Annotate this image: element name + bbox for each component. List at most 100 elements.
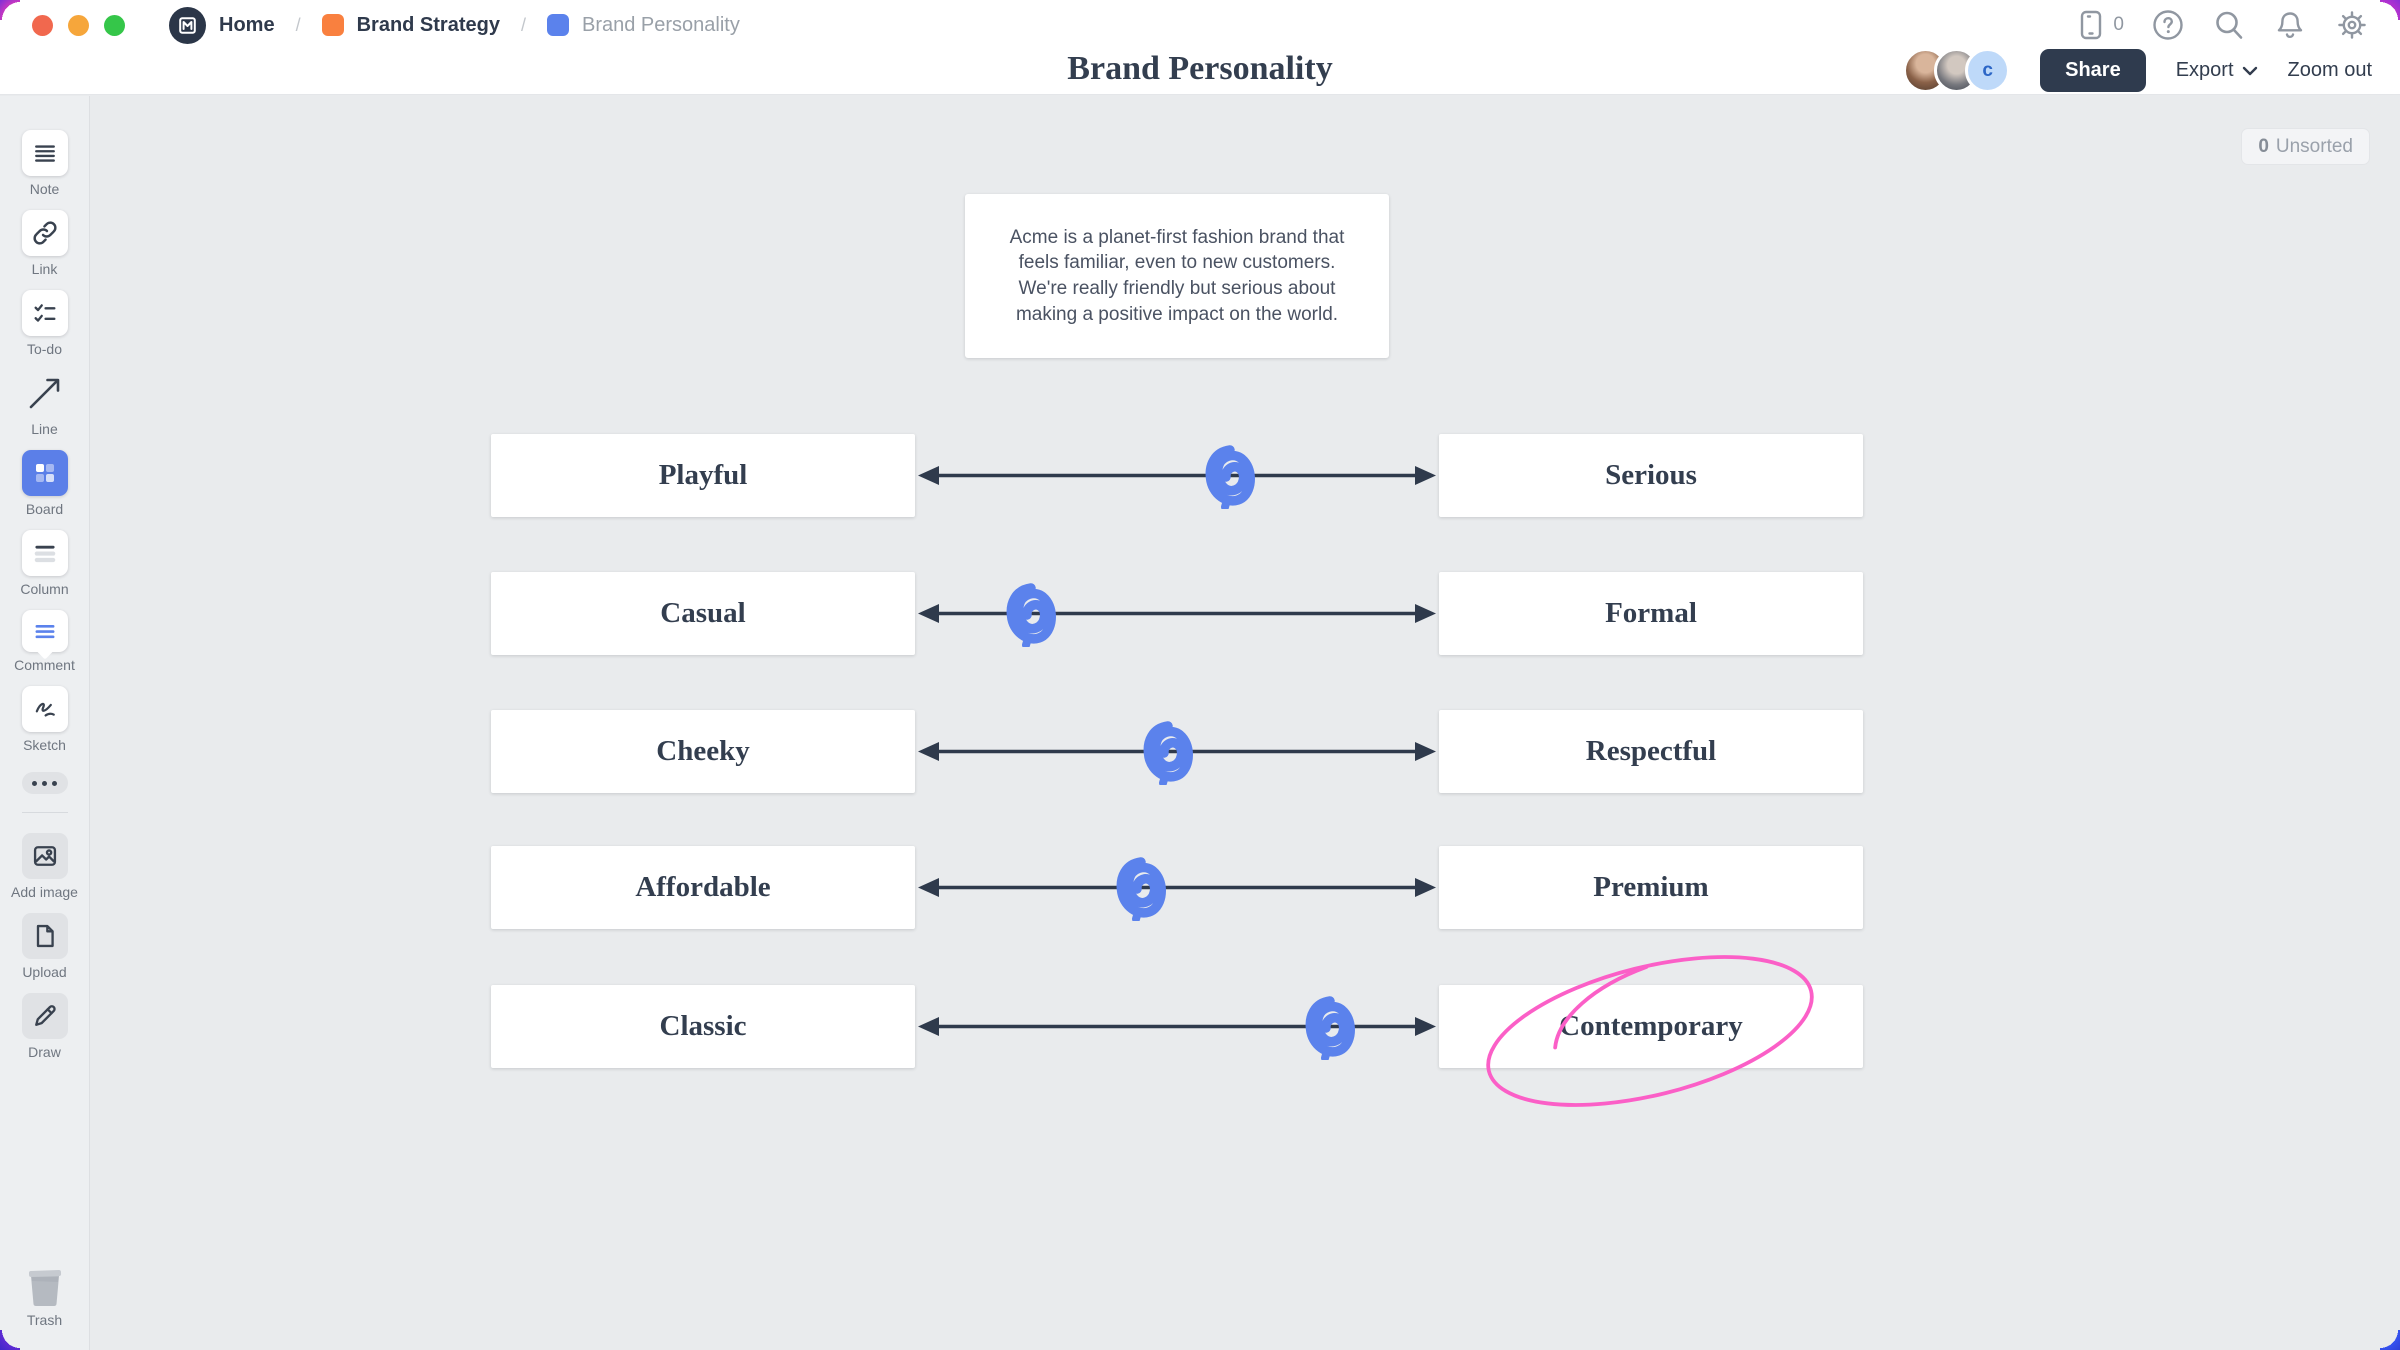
sketch-icon	[35, 702, 55, 717]
slider-right-card[interactable]: Contemporary	[1439, 985, 1863, 1068]
tool-draw[interactable]: Draw	[21, 993, 68, 1060]
slider-row: Playful Serious	[491, 434, 1863, 517]
tool-label: Upload	[22, 964, 67, 980]
tool-label: To-do	[26, 341, 63, 357]
more-tools-button[interactable]	[21, 772, 68, 794]
tool-label: Comment	[14, 657, 75, 673]
mobile-device-icon[interactable]	[2078, 9, 2104, 41]
breadcrumb-brand-strategy[interactable]: Brand Strategy	[356, 13, 500, 36]
unsorted-badge[interactable]: 0 Unsorted	[2241, 128, 2370, 165]
trash-dropzone[interactable]: Trash	[23, 1266, 67, 1328]
notifications-bell-icon[interactable]	[2273, 8, 2307, 42]
slider-left-card[interactable]: Playful	[491, 434, 915, 517]
tool-label: Draw	[28, 1044, 61, 1060]
close-window-button[interactable]	[32, 14, 53, 36]
tool-label: Line	[31, 421, 58, 437]
slider-track	[915, 434, 1439, 517]
double-arrow-line	[916, 602, 1438, 625]
link-icon	[32, 221, 57, 245]
tool-todo[interactable]: To-do	[21, 290, 68, 357]
search-icon[interactable]	[2212, 8, 2246, 42]
slider-right-card[interactable]: Serious	[1439, 434, 1863, 517]
minimize-window-button[interactable]	[68, 14, 89, 36]
slider-left-card[interactable]: Cheeky	[491, 710, 915, 793]
export-menu[interactable]: Export	[2176, 59, 2258, 82]
tool-label: Board	[25, 501, 64, 517]
tool-sketch[interactable]: Sketch	[21, 686, 68, 753]
breadcrumb-separator: /	[295, 14, 301, 35]
sidebar-divider	[21, 812, 68, 813]
slider-right-label: Serious	[1605, 459, 1697, 491]
breadcrumb-separator: /	[520, 14, 526, 35]
device-count: 0	[2113, 14, 2124, 35]
slider-marker-scribble[interactable]	[1113, 855, 1167, 921]
orange-board-icon[interactable]	[321, 14, 344, 36]
slider-marker-scribble[interactable]	[1003, 581, 1057, 647]
slider-marker-scribble[interactable]	[1202, 443, 1256, 509]
tool-note[interactable]: Note	[21, 130, 68, 197]
slider-row: Classic Contemporary	[491, 985, 1863, 1068]
double-arrow-line	[916, 876, 1438, 899]
page-title: Brand Personality	[1067, 50, 1333, 87]
line-arrow-icon	[29, 378, 59, 409]
blue-board-icon[interactable]	[546, 14, 569, 36]
tool-board[interactable]: Board	[21, 450, 68, 517]
tool-label: Link	[31, 261, 58, 277]
slider-left-label: Affordable	[635, 871, 771, 903]
tool-comment[interactable]: Comment	[14, 610, 75, 673]
column-icon	[34, 545, 55, 563]
tool-upload[interactable]: Upload	[21, 913, 68, 980]
tool-label: Column	[20, 581, 69, 597]
slider-right-card[interactable]: Formal	[1439, 572, 1863, 655]
avatar-initial: c	[1982, 59, 1993, 81]
collaborator-avatars: c	[1903, 48, 2011, 93]
share-button[interactable]: Share	[2040, 49, 2146, 92]
slider-right-card[interactable]: Respectful	[1439, 710, 1863, 793]
slider-marker-scribble[interactable]	[1140, 719, 1194, 785]
slider-track	[915, 710, 1439, 793]
unsorted-count: 0	[2258, 135, 2269, 157]
tool-line[interactable]: Line	[22, 370, 68, 437]
slider-left-card[interactable]: Affordable	[491, 846, 915, 929]
unsorted-label: Unsorted	[2275, 135, 2353, 157]
slider-left-card[interactable]: Classic	[491, 985, 915, 1068]
zoom-window-button[interactable]	[104, 14, 125, 36]
tool-label: Add image	[11, 884, 78, 900]
upload-file-icon	[36, 924, 54, 948]
avatar[interactable]: c	[1965, 48, 2011, 93]
board-canvas[interactable]: 0 Unsorted Acme is a planet-first fashio…	[91, 96, 2400, 1350]
chevron-down-icon	[2242, 66, 2257, 75]
tool-add-image[interactable]: Add image	[11, 833, 78, 900]
milanote-logo-icon[interactable]	[169, 6, 206, 44]
slider-marker-scribble[interactable]	[1302, 994, 1356, 1060]
note-text: Acme is a planet-first fashion brand tha…	[1009, 226, 1345, 325]
slider-track	[915, 985, 1439, 1068]
tool-label: Note	[29, 181, 60, 197]
window-controls	[32, 14, 125, 36]
header-actions: c Share Export Zoom out	[1903, 46, 2372, 95]
tool-column[interactable]: Column	[20, 530, 69, 597]
trash-label: Trash	[26, 1312, 63, 1328]
add-image-icon	[33, 846, 56, 866]
slider-track	[915, 572, 1439, 655]
zoom-out-label: Zoom out	[2287, 59, 2372, 81]
zoom-out-button[interactable]: Zoom out	[2288, 59, 2372, 82]
trash-icon	[28, 1270, 61, 1306]
note-card[interactable]: Acme is a planet-first fashion brand tha…	[965, 194, 1389, 358]
tool-link[interactable]: Link	[21, 210, 68, 277]
slider-row: Casual Formal	[491, 572, 1863, 655]
breadcrumb: Home / Brand Strategy / Brand Personalit…	[169, 6, 740, 44]
slider-right-label: Premium	[1593, 871, 1709, 903]
breadcrumb-home[interactable]: Home	[219, 13, 275, 36]
toolbar-sidebar: Note Link To-do	[0, 96, 90, 1350]
header-utility-icons: 0	[2078, 0, 2370, 50]
help-icon[interactable]	[2151, 8, 2185, 42]
draw-pencil-icon	[34, 1005, 56, 1026]
slider-left-card[interactable]: Casual	[491, 572, 915, 655]
todo-icon	[34, 304, 55, 322]
slider-left-label: Casual	[660, 597, 746, 629]
slider-left-label: Playful	[658, 459, 748, 491]
settings-gear-icon[interactable]	[2334, 7, 2370, 43]
slider-right-card[interactable]: Premium	[1439, 846, 1863, 929]
